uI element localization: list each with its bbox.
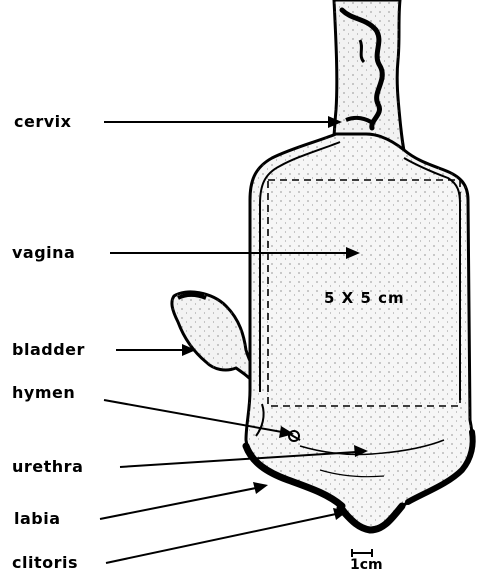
clitoris-arrow (106, 508, 348, 563)
label-urethra: urethra (12, 459, 83, 475)
label-vagina: vagina (12, 245, 75, 261)
measurement-label: 5 X 5 cm (324, 291, 405, 306)
label-clitoris: clitoris (12, 555, 78, 571)
label-bladder: bladder (12, 342, 85, 358)
label-hymen: hymen (12, 385, 75, 401)
bladder-arrow (116, 344, 196, 356)
scale-bar (352, 549, 372, 557)
label-cervix: cervix (14, 114, 71, 130)
cervix-arrow (104, 116, 342, 128)
scale-bar-label: 1cm (350, 558, 383, 572)
vagina-shape (246, 134, 473, 530)
label-labia: labia (14, 511, 61, 527)
bladder-shape (172, 292, 262, 386)
labia-arrow (100, 482, 268, 519)
